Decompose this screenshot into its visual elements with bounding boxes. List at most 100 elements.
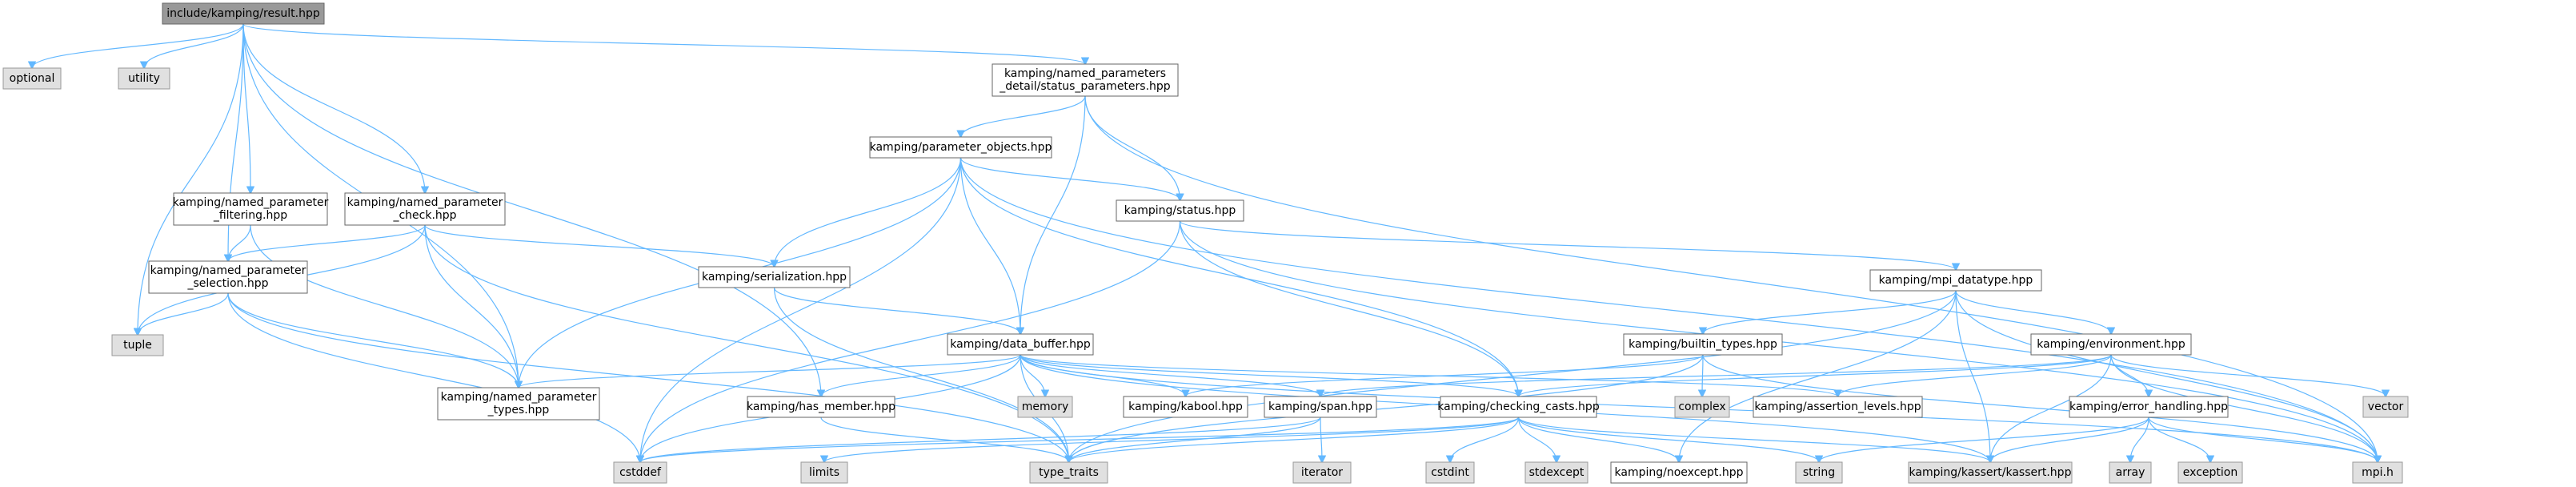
edge-result-to-utility [144, 23, 244, 68]
node-parameter-objects[interactable]: kamping/parameter_objects.hpp [869, 136, 1052, 159]
node-label: kamping/span.hpp [1268, 400, 1372, 413]
node-box [118, 67, 170, 90]
node-box [2, 67, 62, 90]
edge-result-to-has_member [242, 23, 821, 396]
edge-mpi_datatype-to-builtin_types [1703, 290, 1957, 334]
edge-result-to-status_parameters [242, 23, 1085, 64]
node-box [1425, 461, 1475, 484]
edge-parameter_objects-to-cstddef [640, 157, 962, 462]
edge-environment-to-assertion_levels [1838, 354, 2112, 396]
edge-serialization-to-type_traits [773, 287, 1069, 462]
edge-result-to-optional [32, 23, 244, 68]
node-status[interactable]: kamping/status.hpp [1116, 199, 1244, 222]
edge-serialization-to-data_buffer [773, 287, 1021, 334]
node-label: kamping/status.hpp [1124, 204, 1236, 217]
edge-data_buffer-to-memory [1020, 354, 1045, 396]
node-label: include/kamping/result.hpp [166, 7, 320, 20]
node-label: cstddef [619, 466, 662, 479]
node-label: _selection.hpp [186, 277, 268, 290]
node-builtin-types[interactable]: kamping/builtin_types.hpp [1623, 333, 1783, 356]
edge-np_selection-to-np_types [227, 292, 519, 388]
node-label: kamping/builtin_types.hpp [1629, 338, 1777, 351]
node-noexcept[interactable]: kamping/noexcept.hpp [1610, 461, 1748, 484]
node-kabool[interactable]: kamping/kabool.hpp [1123, 396, 1248, 418]
edge-span-to-iterator [1320, 417, 1322, 462]
node-box [1610, 461, 1748, 484]
edge-np_selection-to-tuple [138, 292, 229, 335]
edge-np_selection-to-type_traits [227, 292, 1069, 462]
edge-status-to-cstddef [640, 220, 1181, 462]
node-label: kamping/kassert/kassert.hpp [1909, 466, 2072, 479]
node-label: kamping/serialization.hpp [702, 271, 847, 284]
node-span[interactable]: kamping/span.hpp [1264, 396, 1377, 418]
node-serialization[interactable]: kamping/serialization.hpp [698, 266, 851, 288]
node-box [747, 396, 895, 418]
node-label: kamping/assertion_levels.hpp [1754, 400, 1921, 413]
edge-data_buffer-to-np_types [519, 354, 1021, 388]
edge-np_selection-to-cstddef [227, 292, 640, 462]
edge-status-to-checking_casts [1179, 220, 1519, 396]
node-np-filtering[interactable]: kamping/named_parameter_filtering.hpp [173, 192, 329, 226]
node-np-selection[interactable]: kamping/named_parameter_selection.hpp [148, 260, 308, 294]
node-label: memory [1022, 400, 1069, 413]
edge-has_member-to-type_traits [820, 417, 1069, 462]
edge-checking_casts-to-cstdint [1450, 417, 1520, 462]
node-cstdint: cstdint [1425, 461, 1475, 484]
node-label: kamping/environment.hpp [2037, 338, 2185, 351]
node-mpi-datatype[interactable]: kamping/mpi_datatype.hpp [1869, 269, 2042, 292]
node-box [1753, 396, 1923, 418]
node-label: mpi.h [2362, 466, 2394, 479]
edge-np_filtering-to-np_selection [228, 224, 251, 261]
node-box [800, 461, 848, 484]
node-vector: vector [2362, 396, 2409, 418]
node-label: cstdint [1431, 466, 1469, 479]
edge-checking_casts-to-limits [824, 417, 1520, 462]
edge-np_filtering-to-np_types [250, 224, 519, 388]
node-box [1795, 461, 1843, 484]
node-box [2069, 396, 2229, 418]
node-result[interactable]: include/kamping/result.hpp [162, 2, 325, 25]
node-label: kamping/named_parameter [441, 391, 597, 404]
node-assertion-levels[interactable]: kamping/assertion_levels.hpp [1753, 396, 1923, 418]
node-label: kamping/mpi_datatype.hpp [1879, 274, 2033, 287]
edge-status_parameters-to-parameter_objects [961, 95, 1086, 137]
node-environment[interactable]: kamping/environment.hpp [2030, 333, 2192, 356]
node-label: kamping/noexcept.hpp [1615, 466, 1744, 479]
node-status-parameters[interactable]: kamping/named_parameters_detail/status_p… [992, 63, 1179, 97]
node-label: utility [128, 72, 160, 85]
node-has-member[interactable]: kamping/has_member.hpp [747, 396, 895, 418]
node-box [162, 2, 325, 25]
edge-error_handling-to-exception [2148, 417, 2210, 462]
node-optional: optional [2, 67, 62, 90]
node-np-check[interactable]: kamping/named_parameter_check.hpp [344, 192, 506, 226]
node-label: kamping/parameter_objects.hpp [870, 141, 1052, 154]
node-box [344, 192, 506, 226]
node-label: kamping/data_buffer.hpp [950, 338, 1091, 351]
node-exception: exception [2177, 461, 2243, 484]
node-label: vector [2368, 400, 2404, 413]
edge-environment-to-mpi_h [2110, 354, 2378, 462]
edge-environment-to-vector [2110, 354, 2386, 396]
node-box [698, 266, 851, 288]
edge-parameter_objects-to-status [959, 157, 1180, 200]
node-error-handling[interactable]: kamping/error_handling.hpp [2069, 396, 2229, 418]
node-box [1524, 461, 1588, 484]
node-label: stdexcept [1529, 466, 1584, 479]
node-box [1116, 199, 1244, 222]
node-box [1869, 269, 2042, 292]
edge-environment-to-span [1320, 354, 2112, 396]
edge-mpi_datatype-to-mpi_h [1955, 290, 2378, 462]
node-label: exception [2183, 466, 2237, 479]
node-label: kamping/named_parameter [173, 196, 329, 209]
node-label: array [2116, 466, 2145, 479]
node-box [1123, 396, 1248, 418]
node-checking-casts[interactable]: kamping/checking_casts.hpp [1437, 396, 1600, 418]
node-np-types[interactable]: kamping/named_parameter_types.hpp [437, 387, 600, 421]
node-box [869, 136, 1052, 159]
edge-np_check-to-np_selection [228, 224, 426, 261]
edge-environment-to-kassert [1990, 354, 2112, 462]
edge-status-to-mpi_datatype [1179, 220, 1957, 270]
node-label: limits [809, 466, 839, 479]
node-data-buffer[interactable]: kamping/data_buffer.hpp [947, 333, 1094, 356]
